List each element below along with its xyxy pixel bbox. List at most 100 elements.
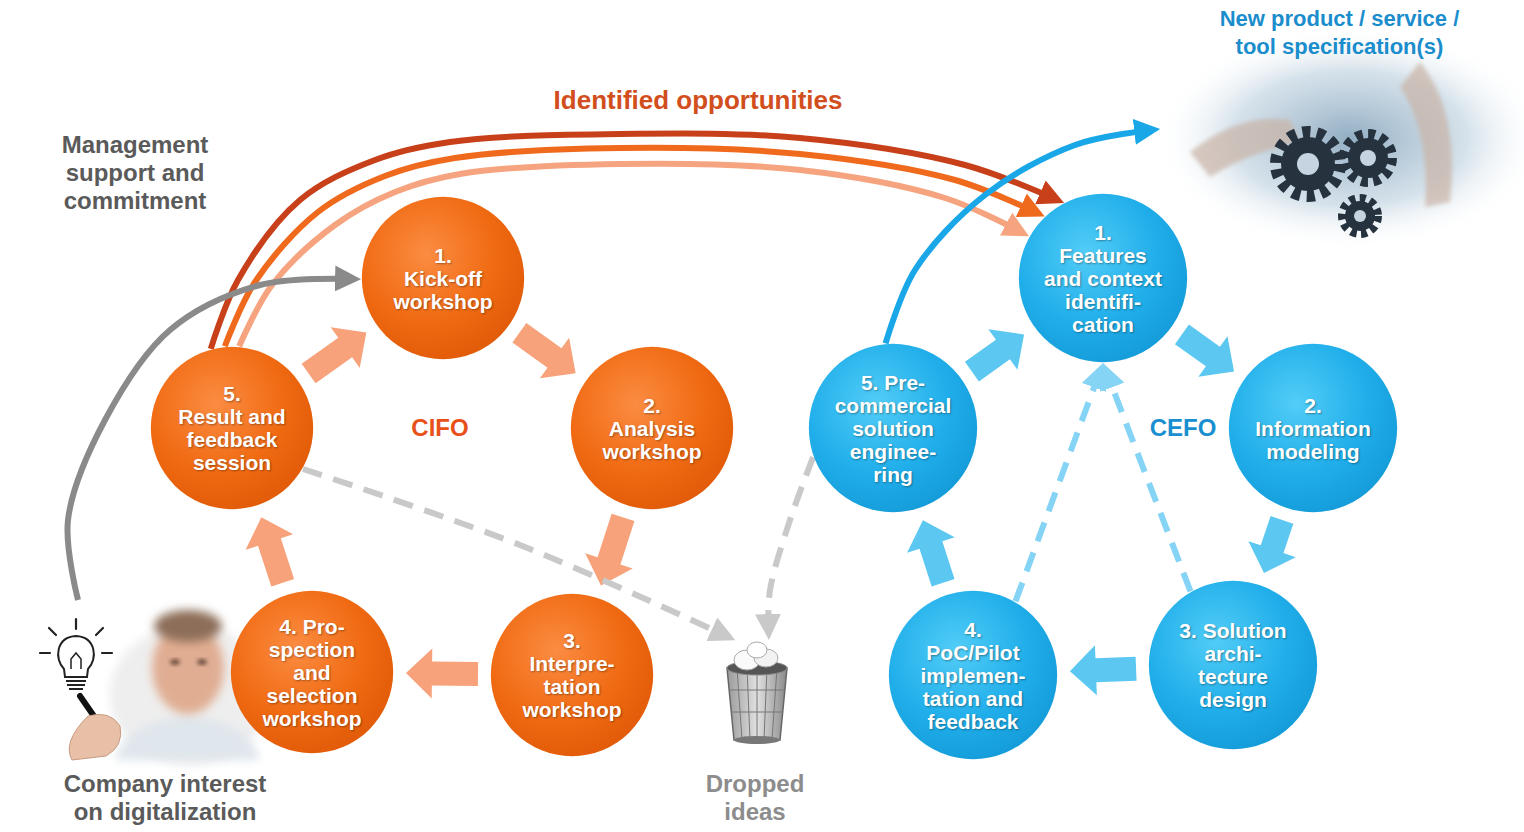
text-box: 5. Pre- commercial solution enginee- rin… [831,371,956,486]
edge-label: Identified opportunities [554,85,843,116]
text-box: 4. Pro- spection and selection workshop [250,615,375,730]
gear-hole [1354,210,1366,222]
basket-mesh [729,668,785,740]
basket-bottom [734,736,780,744]
flow-arrow [67,279,349,600]
trash-can-icon [727,642,787,744]
gear [1342,198,1378,234]
text-box: New product / service / tool specificati… [1207,5,1472,61]
circle-fill [809,344,977,512]
gear-teeth [1276,132,1340,196]
hand [1400,62,1452,207]
process-circle: 4. Pro- spection and selection workshop [230,590,394,754]
text-box: 1.Kick-off workshop [381,244,506,313]
lightbulb-icon [40,619,112,689]
cycle-name: CEFO [1150,414,1217,442]
text-box: 1.Features and context identifi- cation [1041,221,1166,336]
flow-arrow [225,148,1034,347]
block-arrow [1248,516,1295,573]
note-text: Management support and commitment [45,131,225,215]
process-circle: 3. Solution archi- tecture design [1148,580,1318,750]
circle-fill [1229,344,1397,512]
hair [154,610,222,642]
block-arrow [1070,645,1137,695]
process-circle: 5.Result and feedback session [150,346,314,510]
text-box: Dropped ideas [694,770,816,826]
process-circle: 1.Features and context identifi- cation [1018,193,1188,363]
discard-node: Dropped ideas [690,640,820,826]
shirt [115,716,260,760]
gear-hole [1360,150,1376,166]
block-arrow [512,323,575,378]
process-circle: 2.Information modeling [1228,343,1398,513]
eye [197,659,207,665]
flow-arrow [1016,374,1099,601]
block-arrow [585,514,634,586]
gear-hole [1297,153,1319,175]
step-text: 5. [170,382,295,405]
edge-label-box: Identified opportunities [554,85,843,116]
gear-body [1281,137,1335,191]
step-text: 4. [911,618,1036,641]
gear [1344,134,1392,182]
step-text: 4. Pro- spection and selection workshop [250,615,375,730]
text-box: 4.PoC/Pilot implemen- tation and feedbac… [911,618,1036,733]
block-arrow [302,327,367,383]
caption-text: Dropped ideas [694,770,816,826]
circle-fill [1019,194,1187,362]
cycle-name: CIFO [411,414,468,442]
filament [71,653,81,669]
text-box: Company interest on digitalization [51,770,279,826]
circle-fill [889,591,1057,759]
step-text: Analysis workshop [590,417,715,463]
bulb-base [66,681,86,689]
circle-fill [362,197,524,359]
caption-text: New product / service / tool specificati… [1207,5,1472,61]
process-circle: 5. Pre- commercial solution enginee- rin… [808,343,978,513]
text-box: 5.Result and feedback session [170,382,295,474]
step-text: Features and context identifi- cation [1041,244,1166,336]
block-arrow [406,648,478,698]
label-box: Management support and commitment [45,131,225,215]
block-arrow [1175,325,1234,377]
gears-illustration [1155,26,1524,250]
step-text: PoC/Pilot implemen- tation and feedback [911,641,1036,733]
label-box: CEFO [1150,414,1217,442]
step-text: Result and feedback session [170,405,295,474]
step-text: 5. Pre- commercial solution enginee- rin… [831,371,956,486]
hand [69,714,121,760]
step-text: Information modeling [1251,417,1376,463]
step-text: 1. [381,244,506,267]
step-text: Interpre- tation workshop [510,652,635,721]
process-circle: 2.Analysis workshop [570,346,734,510]
text-box: 2.Analysis workshop [590,394,715,463]
step-text: 1. [1041,221,1166,244]
step-text: 3. Solution archi- tecture design [1171,619,1296,711]
flow-arrow [768,457,813,628]
step-text: 3. [510,629,635,652]
paper-ball [747,642,767,658]
flow-arrow [239,164,1018,347]
bulb-rays [40,619,112,653]
text-box: 3. Solution archi- tecture design [1171,619,1296,711]
block-arrow [965,329,1024,381]
gear [1276,132,1340,196]
circle-fill [571,347,733,509]
gear-teeth [1342,198,1378,234]
process-circle: 1.Kick-off workshop [361,196,525,360]
basket [727,668,787,740]
step-text: 2. [590,394,715,417]
outcome-node: New product / service / tool specificati… [1160,5,1519,190]
circle-fill [231,591,393,753]
eye [170,659,180,665]
photo-haze [1155,26,1524,250]
caption-text: Company interest on digitalization [51,770,279,826]
text-box: 2.Information modeling [1251,394,1376,463]
step-text: Kick-off workshop [381,267,506,313]
gear-body [1348,138,1388,178]
step-text: 2. [1251,394,1376,417]
circle-fill [491,594,653,756]
